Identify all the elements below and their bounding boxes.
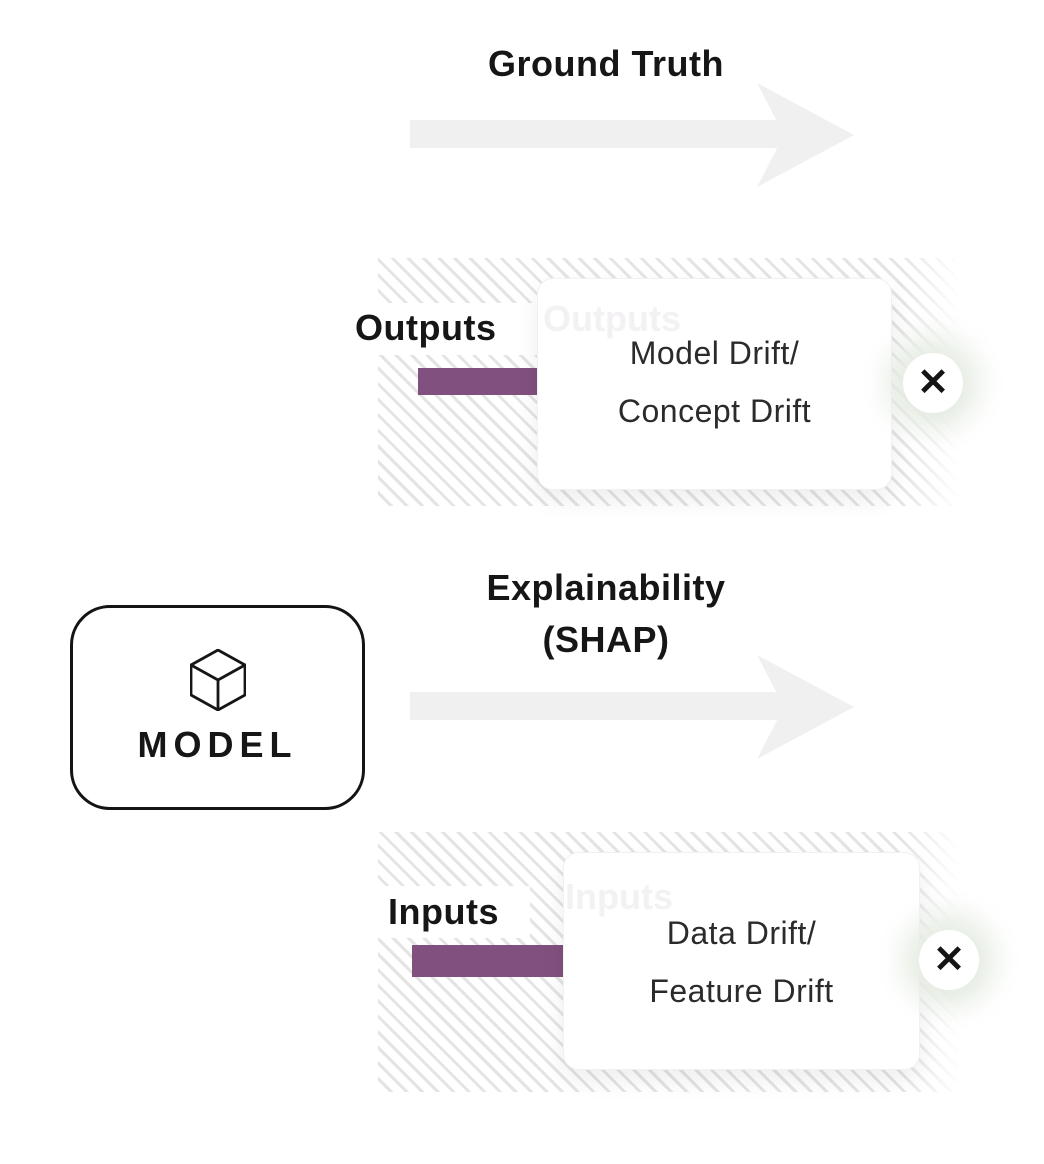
explainability-label-line2: (SHAP)	[542, 619, 670, 660]
close-icon: ✕	[933, 939, 965, 981]
explainability-label: Explainability (SHAP)	[410, 562, 802, 666]
inputs-ghost-label: Inputs	[565, 876, 673, 917]
inputs-label-background	[378, 886, 530, 938]
model-drift-card-close-button[interactable]: ✕	[903, 353, 963, 413]
ground-truth-arrow-icon	[410, 83, 854, 187]
outputs-ghost-label: Outputs	[543, 298, 681, 339]
data-drift-card-close-button[interactable]: ✕	[919, 930, 979, 990]
model-box-label: MODEL	[137, 724, 298, 765]
model-drift-card: Model Drift/ Concept Drift	[537, 278, 892, 490]
data-drift-card-line2: Feature Drift	[649, 973, 834, 1009]
model-drift-card-line1: Model Drift/	[629, 335, 800, 371]
inputs-label: Inputs	[388, 891, 499, 932]
close-icon: ✕	[917, 362, 949, 404]
outputs-label-background	[374, 303, 540, 355]
cube-icon	[189, 649, 246, 711]
explainability-arrow-icon	[410, 655, 854, 759]
ground-truth-label: Ground Truth	[488, 43, 724, 84]
data-drift-card-line1: Data Drift/	[666, 915, 817, 951]
outputs-label: Outputs	[355, 307, 497, 348]
model-drift-card-line2: Concept Drift	[617, 393, 812, 429]
outputs-accent-bar	[418, 368, 540, 395]
explainability-label-line1: Explainability	[486, 567, 726, 608]
inputs-accent-bar	[412, 945, 565, 977]
model-box: MODEL	[70, 605, 365, 810]
